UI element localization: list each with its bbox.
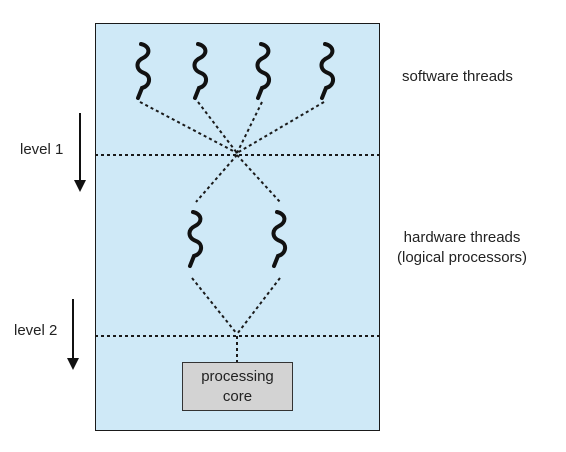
scheduler-to-hw2 — [236, 154, 281, 203]
hw2-to-core-scheduler — [236, 277, 281, 335]
hardware-threads-label: hardware threads (logical processors) — [397, 228, 527, 268]
sw2-to-scheduler — [197, 101, 238, 154]
level1-arrow-icon — [74, 113, 86, 192]
hardware-threads-label-line2: (logical processors) — [397, 249, 528, 266]
sw4-to-scheduler — [236, 101, 325, 154]
software-thread-3 — [255, 42, 271, 100]
processing-core-box: processing core — [182, 362, 293, 411]
hardware-thread-2 — [271, 210, 287, 268]
scheduler-to-hw1 — [195, 154, 238, 203]
core-label-line1: processing — [201, 367, 274, 385]
software-thread-1 — [135, 42, 151, 100]
software-thread-2 — [192, 42, 208, 100]
hw1-to-core-scheduler — [191, 277, 238, 335]
software-threads-label: software threads — [402, 68, 513, 85]
sw1-to-scheduler — [139, 101, 238, 154]
software-thread-4 — [319, 42, 335, 100]
level1-label: level 1 — [20, 141, 64, 158]
core-label-line2: core — [222, 387, 253, 405]
level2-label: level 2 — [14, 322, 58, 339]
hardware-threads-label-line1: hardware threads — [403, 229, 521, 246]
hardware-thread-1 — [187, 210, 203, 268]
level2-arrow-icon — [67, 299, 79, 370]
